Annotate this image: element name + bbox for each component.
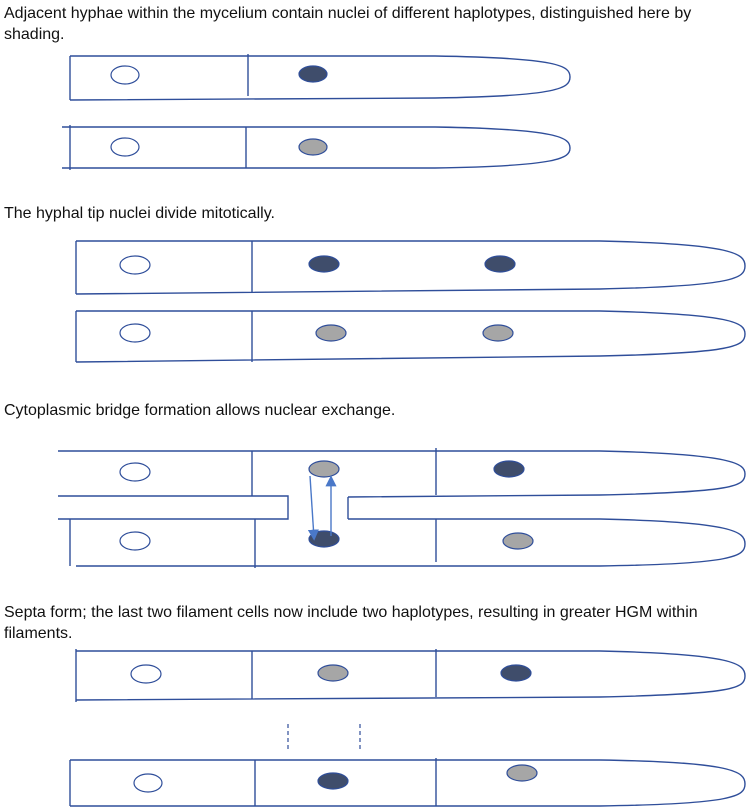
- nucleus-unshaded: [119, 462, 151, 482]
- caption-step-3: Cytoplasmic bridge formation allows nucl…: [4, 402, 396, 419]
- nucleus-unshaded: [119, 255, 151, 275]
- nucleus-gray: [482, 324, 514, 342]
- nucleus-gray: [308, 460, 340, 478]
- nucleus-unshaded: [133, 773, 163, 793]
- hypha-top: [75, 649, 746, 702]
- caption-step-2: The hyphal tip nuclei divide mitotically…: [4, 205, 275, 222]
- nucleus-gray: [298, 138, 328, 156]
- caption-step-4: Septa form; the last two filament cells …: [4, 604, 698, 642]
- step-1-panel: [62, 54, 571, 170]
- hypha-outline: [69, 55, 571, 101]
- hypha-top: [58, 448, 746, 520]
- step-2-panel: [75, 240, 746, 363]
- nucleus-dark: [308, 255, 340, 273]
- hypha-outline: [75, 240, 746, 295]
- hypha-outline: [70, 759, 746, 807]
- nucleus-unshaded: [130, 664, 162, 684]
- arrow-down: [307, 475, 320, 541]
- nucleus-dark: [298, 65, 328, 83]
- hypha-bottom: [62, 125, 571, 170]
- nucleus-gray: [315, 324, 347, 342]
- nucleus-dark: [493, 460, 525, 478]
- nucleus-dark: [317, 772, 349, 790]
- nucleus-gray: [506, 764, 538, 782]
- caption-step-1: Adjacent hyphae within the mycelium cont…: [4, 5, 692, 43]
- nucleus-unshaded: [110, 65, 140, 85]
- bridge-wall-left: [58, 495, 289, 520]
- step-4-panel: [69, 649, 746, 807]
- hypha-bottom: [75, 310, 746, 363]
- nucleus-unshaded: [119, 531, 151, 551]
- hypha-outline: [75, 310, 746, 363]
- hypha-outline: [58, 450, 746, 498]
- nucleus-unshaded: [110, 137, 140, 157]
- hypha-top: [75, 240, 746, 295]
- hypha-outline: [75, 650, 746, 701]
- step-3-panel: [58, 448, 746, 568]
- nucleus-dark: [484, 255, 516, 273]
- nucleus-unshaded: [119, 323, 151, 343]
- hypha-top: [69, 54, 571, 101]
- former-bridge-dashes: [287, 724, 361, 752]
- nucleus-gray: [317, 664, 349, 682]
- hypha-bottom: [69, 758, 746, 807]
- nucleus-gray: [502, 532, 534, 550]
- hypha-outline: [76, 518, 746, 567]
- nucleus-dark: [500, 664, 532, 682]
- nuclear-exchange-arrows: [307, 475, 337, 541]
- hypha-outline: [62, 126, 571, 169]
- hypha-bottom: [69, 518, 746, 568]
